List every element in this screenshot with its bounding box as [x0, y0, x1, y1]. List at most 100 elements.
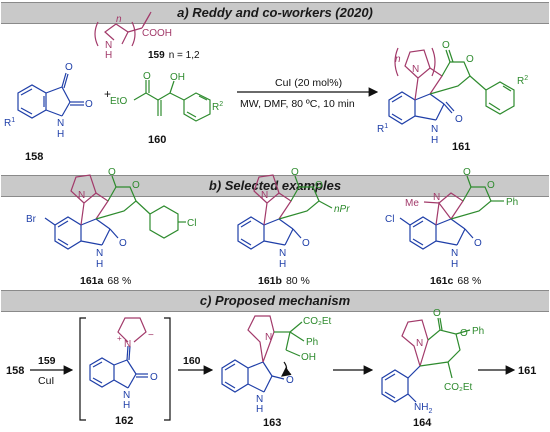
example-b-o3: O — [302, 238, 310, 249]
ester-oh: OH — [170, 72, 185, 83]
example-a-o3: O — [119, 238, 127, 249]
int163-ph: Ph — [306, 337, 318, 348]
int162-minus: − — [148, 330, 154, 341]
int163-h: H — [256, 404, 263, 415]
int163-oh: OH — [301, 352, 316, 363]
int164-nh2: NH2 — [414, 402, 432, 415]
compound-label-160: 160 — [148, 134, 166, 146]
example-c-o1: O — [463, 167, 471, 178]
example-b-o1: O — [291, 167, 299, 178]
aminoacid-ring-n: n — [116, 14, 122, 25]
int164-o1: O — [433, 308, 441, 319]
conditions-bottom: MW, DMF, 80 ºC, 10 min — [240, 98, 355, 110]
isatin-h: H — [57, 129, 64, 140]
isatin-158-structure — [17, 72, 84, 119]
example-c-o2: O — [487, 180, 495, 191]
product-161-structure — [388, 47, 515, 125]
mech-reagent-159: 159 — [38, 355, 56, 367]
example-161b-structure — [237, 174, 333, 250]
compound-label-161: 161 — [452, 141, 470, 153]
ester-r: R2 — [212, 101, 223, 113]
product-nh-h: H — [431, 135, 438, 146]
example-b-o2: O — [315, 180, 323, 191]
int162-nh: N — [123, 390, 130, 401]
section-header-c: c) Proposed mechanism — [1, 290, 549, 312]
int163-co2et: CO₂Et — [303, 316, 332, 327]
isatin-o1: O — [65, 62, 73, 73]
aminoacid-h: H — [105, 50, 112, 61]
example-a-sub2: Cl — [187, 218, 196, 229]
example-c-n: N — [433, 192, 440, 203]
compound-label-158: 158 — [25, 151, 43, 163]
aminoacid-cooh: COOH — [142, 28, 172, 39]
compound-label-164: 164 — [413, 417, 432, 429]
bracket-left — [79, 317, 86, 421]
int163-nh: N — [256, 394, 263, 405]
example-a-h: H — [96, 259, 103, 270]
plus-sign: + — [104, 87, 111, 101]
int164-n: N — [416, 338, 423, 349]
example-c-sub2: Ph — [506, 197, 518, 208]
int164-ph: Ph — [472, 326, 484, 337]
section-title-a: a) Reddy and co-workers (2020) — [177, 5, 373, 20]
example-161c-structure — [399, 175, 504, 250]
intermediate-163-structure — [221, 315, 305, 393]
product-r2: R2 — [517, 75, 528, 87]
conditions-top: CuI (20 mol%) — [275, 77, 342, 89]
ester-eto: EtO — [110, 96, 127, 107]
section-header-a: a) Reddy and co-workers (2020) — [1, 2, 549, 24]
example-c-o3: O — [474, 238, 482, 249]
example-a-sub1: Br — [26, 214, 37, 225]
product-ring-n: n — [395, 54, 401, 65]
example-c-nh: N — [451, 248, 458, 259]
example-b-nh: N — [279, 248, 286, 259]
product-o3: O — [455, 114, 463, 125]
product-r1: R1 — [377, 123, 388, 135]
product-o2: O — [466, 54, 474, 65]
example-c-sub3: Me — [405, 198, 419, 209]
example-161a-structure — [44, 174, 186, 250]
example-b-h: H — [279, 259, 286, 270]
example-a-o2: O — [132, 180, 140, 191]
isatin-o2: O — [85, 99, 93, 110]
mech-reagent-cui: CuI — [38, 375, 54, 387]
int164-co2et: CO₂Et — [444, 382, 473, 393]
example-a-n: N — [78, 190, 85, 201]
mech-final-label: 161 — [518, 365, 536, 377]
intermediate-164-structure — [381, 317, 471, 403]
ester-o: O — [143, 71, 151, 82]
product-n: N — [412, 64, 419, 75]
compound-label-162: 162 — [115, 415, 133, 427]
example-b-n: N — [261, 190, 268, 201]
mech-reagent-160: 160 — [183, 355, 201, 367]
aminoacid-159-structure — [94, 11, 152, 47]
compound-label-163: 163 — [263, 417, 281, 429]
isatin-n: N — [57, 118, 64, 129]
isatin-r: R1 — [4, 117, 15, 129]
int162-h: H — [123, 400, 130, 411]
mech-start-label: 158 — [6, 365, 24, 377]
example-c-sub1: Cl — [385, 214, 394, 225]
int164-o2: O — [460, 328, 468, 339]
bracket-right — [164, 317, 171, 421]
example-a-o1: O — [108, 167, 116, 178]
example-a-nh: N — [96, 248, 103, 259]
product-o1: O — [442, 40, 450, 51]
ester-160-structure — [133, 80, 211, 122]
section-title-c: c) Proposed mechanism — [199, 293, 351, 308]
example-b-sub1: nPr — [334, 204, 350, 215]
section-title-b: b) Selected examples — [208, 178, 342, 193]
int163-n: N — [265, 332, 272, 343]
int162-nplus: N — [124, 339, 131, 350]
int163-o: O — [286, 375, 294, 386]
intermediate-162-structure — [89, 317, 148, 389]
int162-plus: + — [117, 334, 122, 343]
int162-o: O — [150, 372, 158, 383]
product-nh-n: N — [431, 124, 438, 135]
example-c-h: H — [451, 259, 458, 270]
